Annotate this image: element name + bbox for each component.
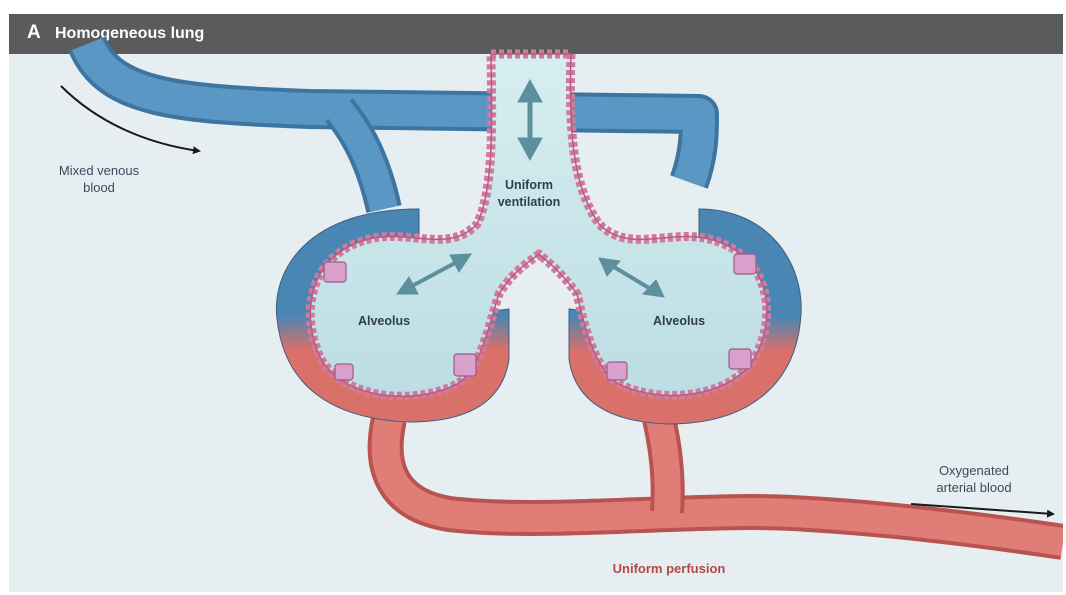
uniform-perfusion-label: Uniform perfusion xyxy=(589,560,749,577)
uniform-ventilation-line2: ventilation xyxy=(479,194,579,211)
alveolus-left-label: Alveolus xyxy=(344,313,424,330)
oxygenated-line1: Oxygenated xyxy=(909,462,1039,479)
uniform-ventilation-label: Uniform ventilation xyxy=(479,177,579,211)
uniform-ventilation-line1: Uniform xyxy=(479,177,579,194)
alveolus-right-label: Alveolus xyxy=(639,313,719,330)
lung-diagram xyxy=(9,14,1063,592)
mixed-venous-label: Mixed venous blood xyxy=(39,162,159,196)
oxygenated-line2: arterial blood xyxy=(909,479,1039,496)
oxygenated-label: Oxygenated arterial blood xyxy=(909,462,1039,496)
venous-vessels xyxy=(87,44,699,209)
mixed-venous-line1: Mixed venous xyxy=(39,162,159,179)
mixed-venous-line2: blood xyxy=(39,179,159,196)
lung-perfusion-figure: A Homogeneous lung xyxy=(9,14,1063,592)
